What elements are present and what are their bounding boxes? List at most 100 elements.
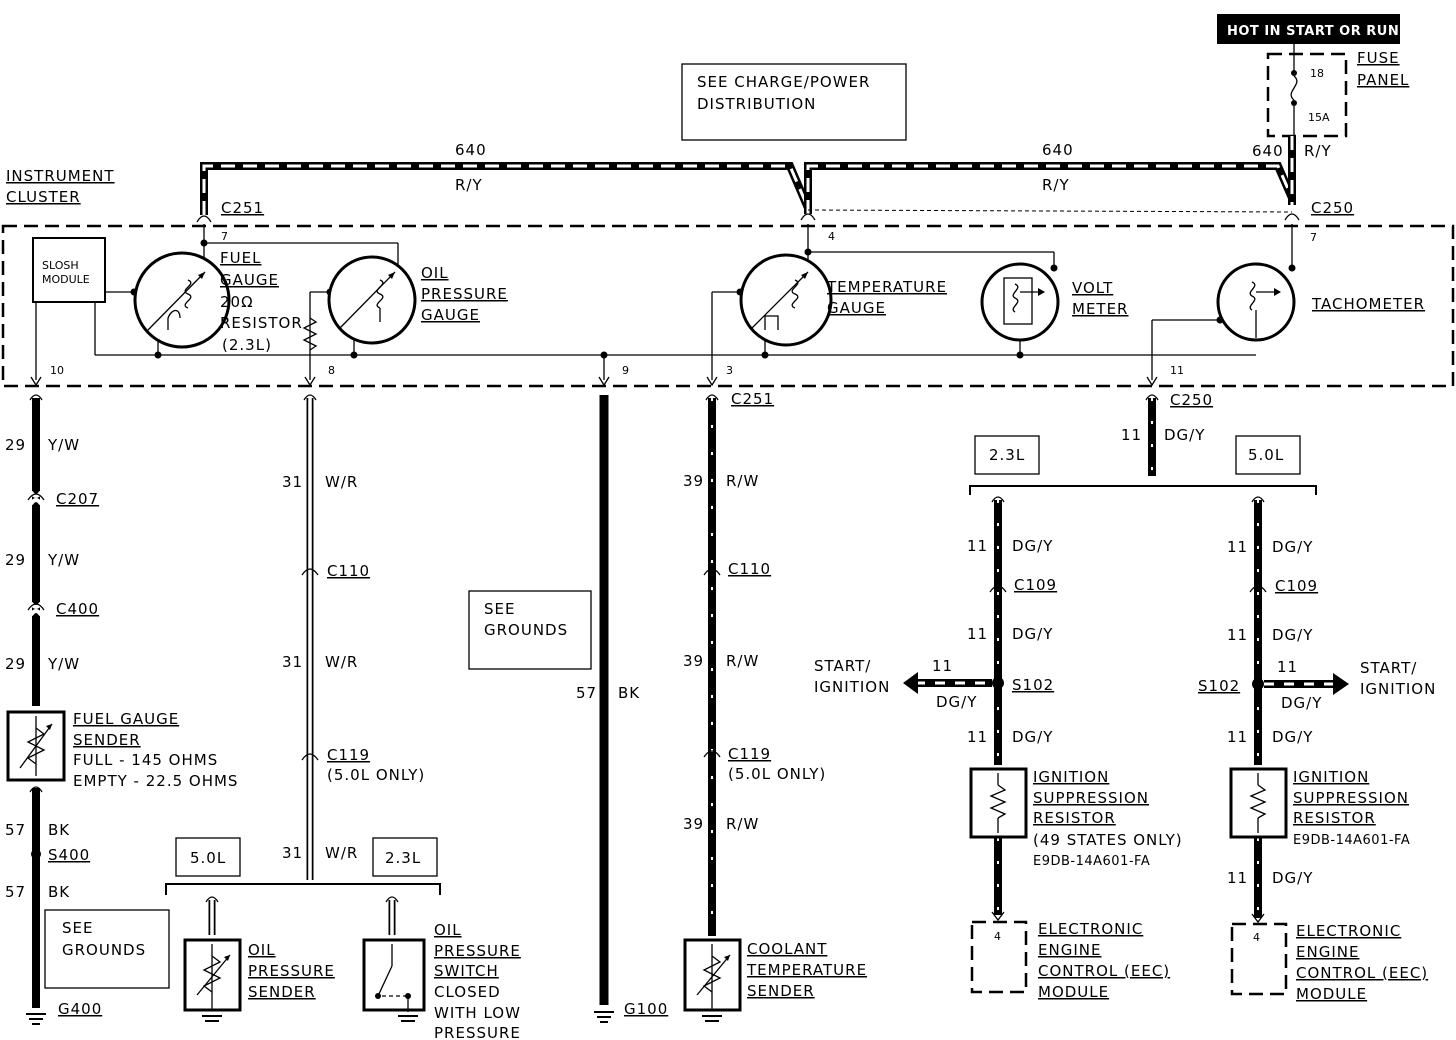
fuse-element <box>1290 44 1298 136</box>
tach-23-circuit-2: 11 <box>967 625 988 643</box>
oil-gauge-label-1: OIL <box>421 264 449 282</box>
resistor-label-3: (2.3L) <box>222 336 272 354</box>
oil-wire-color-3: W/R <box>325 844 358 862</box>
eec-arrow-50 <box>1251 913 1265 924</box>
ign-resistor-23-label-3: RESISTOR <box>1033 809 1116 827</box>
part-number-50: E9DB-14A601-FA <box>1293 833 1410 848</box>
ign-resistor-50-label-2: SUPPRESSION <box>1293 789 1409 807</box>
connector-arc <box>1284 213 1300 221</box>
instrument-cluster-box <box>1 224 1455 388</box>
c119-oil-note: (5.0L ONLY) <box>327 766 425 784</box>
pin-4: 4 <box>828 230 835 243</box>
fuel-sender-label-4: EMPTY - 22.5 OHMS <box>73 772 238 790</box>
coolant-color-1: R/W <box>726 472 759 490</box>
tach-50-color-2: DG/Y <box>1272 626 1313 644</box>
connector-arc <box>800 213 816 221</box>
see-charge-line-1: SEE CHARGE/POWER <box>697 73 870 91</box>
oil-switch-label-2: PRESSURE <box>434 942 521 960</box>
pin-7-left: 7 <box>221 230 228 243</box>
see-grounds-box-left <box>44 909 170 989</box>
fuel-wire-color-2: Y/W <box>47 551 80 569</box>
eec-module-50-box <box>1230 922 1288 996</box>
temperature-gauge <box>739 253 833 347</box>
connector-c250-top: C250 <box>1311 199 1354 217</box>
eec-pin-23: 4 <box>994 930 1001 943</box>
fuel-bk-color-2: BK <box>48 883 70 901</box>
volt-meter <box>980 262 1060 342</box>
slosh-label-2: MODULE <box>42 273 90 286</box>
oil-switch-label-6: PRESSURE <box>434 1024 521 1040</box>
pin-10: 10 <box>50 364 64 377</box>
oil-sender-label-1: OIL <box>248 941 276 959</box>
ground-g100: G100 <box>624 1000 668 1018</box>
eec-50-label-1: ELECTRONIC <box>1296 922 1401 940</box>
eec-23-label-2: ENGINE <box>1038 941 1101 959</box>
ign-resistor-50-label-3: RESISTOR <box>1293 809 1376 827</box>
fuse-amperage: 15A <box>1308 111 1330 124</box>
tachometer <box>1216 262 1296 342</box>
oil-gauge-label-2: PRESSURE <box>421 285 508 303</box>
hot-label: HOT IN START OR RUN <box>1227 24 1399 39</box>
eec-23-label-4: MODULE <box>1038 983 1109 1001</box>
start-ignition-left-1: START/ <box>814 657 871 675</box>
tachometer-label: TACHOMETER <box>1311 295 1425 313</box>
coolant-circuit-1: 39 <box>683 472 704 490</box>
fuse-panel-label-2: PANEL <box>1357 71 1409 89</box>
tach-50-circuit-3: 11 <box>1227 728 1248 746</box>
slosh-label-1: SLOSH <box>42 259 79 272</box>
tach-50-start-color: DG/Y <box>1281 694 1322 712</box>
fuel-bk-color-1: BK <box>48 821 70 839</box>
pin-3: 3 <box>726 364 733 377</box>
coolant-circuit-2: 39 <box>683 652 704 670</box>
connector-c251-coolant: C251 <box>731 390 774 408</box>
oil-sender-label-2: PRESSURE <box>248 962 335 980</box>
ground-color: BK <box>618 684 640 702</box>
pin-8: 8 <box>328 364 335 377</box>
part-number-23: E9DB-14A601-FA <box>1033 854 1150 869</box>
ign-resistor-23-label-2: SUPPRESSION <box>1033 789 1149 807</box>
wire-640-label-1: 640 <box>455 141 487 159</box>
oil-pressure-switch-icon <box>362 938 426 1022</box>
coolant-sender-label-2: TEMPERATURE <box>746 961 867 979</box>
tach-color-main: DG/Y <box>1164 426 1205 444</box>
eec-50-label-2: ENGINE <box>1296 943 1359 961</box>
oil-sub-wires <box>205 896 399 935</box>
oil-branch-bracket <box>165 883 441 895</box>
box-5-0l-oil <box>175 837 241 877</box>
connector-c250-tach: C250 <box>1170 391 1213 409</box>
fuel-wire-circuit-2: 29 <box>5 551 26 569</box>
wire-640-bus <box>200 136 1296 215</box>
oil-sender-label-3: SENDER <box>248 983 316 1001</box>
wire-39-rw <box>703 394 721 936</box>
c119-coolant-note: (5.0L ONLY) <box>728 765 826 783</box>
tach-50-color-4: DG/Y <box>1272 869 1313 887</box>
fuel-wire-color-3: Y/W <box>47 655 80 673</box>
resistor-label-2: RESISTOR <box>220 314 303 332</box>
wire-11-dgy-main <box>969 394 1317 495</box>
wire-57-bk-ground <box>594 395 614 1023</box>
tach-23-color-1: DG/Y <box>1012 537 1053 555</box>
connector-c207: C207 <box>56 490 99 508</box>
coolant-sender-icon <box>683 938 742 1022</box>
oil-pressure-gauge <box>327 255 417 345</box>
oil-wire-color-1: W/R <box>325 473 358 491</box>
tach-23-circuit-3: 11 <box>967 728 988 746</box>
fuel-gauge-label-2: GAUGE <box>220 271 279 289</box>
eec-module-23-box <box>970 920 1028 994</box>
start-ignition-right-1: START/ <box>1360 659 1417 677</box>
cluster-internal-wiring <box>35 224 1293 380</box>
hot-label-group: HOT IN START OR RUN <box>1217 14 1400 44</box>
fuel-bk-circuit-1: 57 <box>5 821 26 839</box>
wire-ry-label-2: R/Y <box>1042 176 1070 194</box>
cluster-title-1: INSTRUMENT <box>6 167 115 185</box>
tach-50-start-circuit: 11 <box>1277 658 1298 676</box>
box-5-0l-tach-label: 5.0L <box>1248 446 1284 464</box>
eec-50-label-3: CONTROL (EEC) <box>1296 964 1428 982</box>
tach-23-color-3: DG/Y <box>1012 728 1053 746</box>
splice-s102-left: S102 <box>1012 676 1054 694</box>
tach-circuit-main: 11 <box>1121 426 1142 444</box>
slosh-module <box>32 237 106 303</box>
fuel-bk-circuit-2: 57 <box>5 883 26 901</box>
connector-c110-coolant: C110 <box>728 560 771 578</box>
wire-ry-label-3: R/Y <box>1304 142 1332 160</box>
